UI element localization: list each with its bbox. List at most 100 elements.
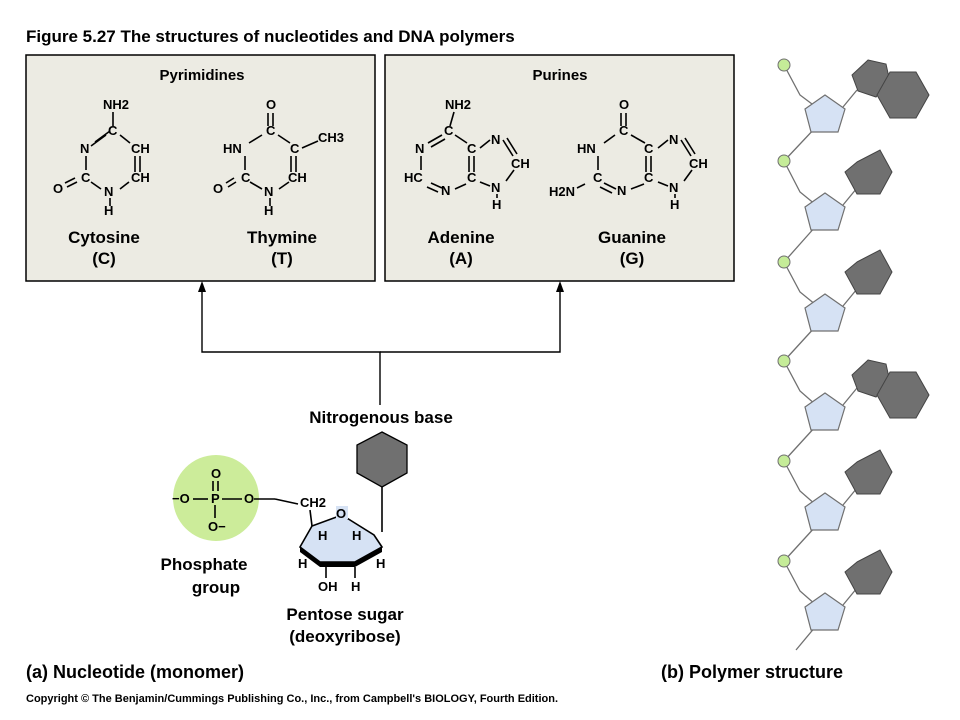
adenine-c5: C bbox=[467, 141, 477, 156]
sugar-oh: OH bbox=[318, 579, 338, 594]
cytosine-c4: C bbox=[108, 123, 118, 138]
polymer-purine-ring bbox=[876, 71, 930, 119]
polymer-base-bond bbox=[842, 387, 858, 406]
adenine-c4: C bbox=[467, 170, 477, 185]
adenine-hc2: HC bbox=[404, 170, 423, 185]
guanine-c4: C bbox=[644, 170, 654, 185]
guanine-c6: C bbox=[619, 123, 629, 138]
polymer-phosphate-node bbox=[777, 554, 791, 568]
thymine-o-left: O bbox=[213, 181, 223, 196]
thymine-c5: C bbox=[290, 141, 300, 156]
cytosine-n1: N bbox=[104, 184, 113, 199]
polymer-sugar bbox=[804, 94, 846, 133]
arrowhead-pyrimidines bbox=[198, 281, 206, 292]
copyright-notice: Copyright © The Benjamin/Cummings Publis… bbox=[26, 693, 558, 705]
arrowhead-purines bbox=[556, 281, 564, 292]
cytosine-nh2: NH2 bbox=[103, 97, 129, 112]
sugar-h4: H bbox=[376, 556, 385, 571]
cytosine-h: H bbox=[104, 203, 113, 218]
adenine-structure: NH2 C N C N CH HC N C N H Adenine (A) bbox=[404, 97, 530, 268]
guanine-abbr: (G) bbox=[620, 249, 645, 268]
guanine-structure: O C HN C N CH H2N C N C N H Guanine (G) bbox=[549, 97, 708, 268]
sugar-label-line2: (deoxyribose) bbox=[289, 627, 400, 646]
polymer-sugar bbox=[804, 293, 846, 332]
polymer-unit-6 bbox=[777, 549, 893, 631]
phosphate-o-bridge: O bbox=[244, 491, 254, 506]
polymer-base-bond bbox=[842, 187, 858, 206]
polymer-purine-ring bbox=[876, 371, 930, 419]
polymer-phosphate-node bbox=[777, 354, 791, 368]
thymine-h: H bbox=[264, 203, 273, 218]
cytosine-structure: NH2 C N CH CH C O N H Cytosine (C) bbox=[53, 97, 150, 268]
adenine-n1: N bbox=[415, 141, 424, 156]
cytosine-o: O bbox=[53, 181, 63, 196]
thymine-c2: C bbox=[241, 170, 251, 185]
polymer-unit-4 bbox=[777, 354, 930, 431]
polymer-structure bbox=[777, 58, 930, 651]
adenine-nh2: NH2 bbox=[445, 97, 471, 112]
polymer-sugar bbox=[804, 492, 846, 531]
polymer-phosphate-node bbox=[777, 454, 791, 468]
cytosine-abbr: (C) bbox=[92, 249, 116, 268]
thymine-c4: C bbox=[266, 123, 276, 138]
adenine-abbr: (A) bbox=[449, 249, 473, 268]
polymer-pyrimidine-base bbox=[844, 249, 893, 295]
purines-heading: Purines bbox=[532, 67, 587, 84]
phosphate-label-line2: group bbox=[192, 578, 240, 597]
guanine-c5: C bbox=[644, 141, 654, 156]
sugar-h5: H bbox=[351, 579, 360, 594]
phosphate-o-top: O bbox=[211, 466, 221, 481]
polymer-purine-base bbox=[851, 359, 891, 398]
phosphate-p: P bbox=[211, 491, 220, 506]
guanine-name: Guanine bbox=[598, 228, 666, 247]
thymine-o-top: O bbox=[266, 97, 276, 112]
pyrimidines-heading: Pyrimidines bbox=[159, 67, 244, 84]
polymer-phosphate-node bbox=[777, 58, 791, 72]
polymer-unit-5 bbox=[777, 449, 893, 531]
polymer-sugar bbox=[804, 192, 846, 231]
polymer-sugar bbox=[804, 392, 846, 431]
figure-title: Figure 5.27 The structures of nucleotide… bbox=[26, 27, 515, 46]
polymer-base-bond bbox=[842, 587, 858, 606]
polymer-phosphate-node bbox=[777, 154, 791, 168]
thymine-n1: N bbox=[264, 184, 273, 199]
polymer-unit-1 bbox=[777, 58, 930, 133]
caption-b: (b) Polymer structure bbox=[661, 662, 843, 682]
nitrogenous-base-hexagon bbox=[356, 431, 408, 488]
guanine-n3: N bbox=[617, 183, 626, 198]
thymine-ch3: CH3 bbox=[318, 130, 344, 145]
thymine-name: Thymine bbox=[247, 228, 317, 247]
polymer-backbone bbox=[783, 64, 817, 651]
cytosine-name: Cytosine bbox=[68, 228, 140, 247]
thymine-c6: CH bbox=[288, 170, 307, 185]
thymine-structure: O C HN C CH3 C CH O N H Thymine (T) bbox=[213, 97, 344, 268]
polymer-phosphate-node bbox=[777, 255, 791, 269]
thymine-abbr: (T) bbox=[271, 249, 293, 268]
phosphate-o-minus-bottom: O− bbox=[208, 519, 226, 534]
adenine-n3: N bbox=[441, 183, 450, 198]
adenine-n7: N bbox=[491, 132, 500, 147]
sugar-h2: H bbox=[352, 528, 361, 543]
sugar-h1: H bbox=[318, 528, 327, 543]
purines-panel: Purines NH2 C N C N CH HC N bbox=[384, 54, 735, 282]
pyrimidines-panel: Pyrimidines NH2 C N CH CH C O N H Cytosi… bbox=[25, 54, 376, 282]
sugar-ch2: CH2 bbox=[300, 495, 326, 510]
sugar-label-line1: Pentose sugar bbox=[286, 605, 404, 624]
phosphate-circle bbox=[173, 455, 259, 541]
caption-a: (a) Nucleotide (monomer) bbox=[26, 662, 244, 682]
guanine-n9: N bbox=[669, 180, 678, 195]
guanine-h: H bbox=[670, 197, 679, 212]
guanine-c8: CH bbox=[689, 156, 708, 171]
guanine-o: O bbox=[619, 97, 629, 112]
polymer-base-bond bbox=[842, 487, 858, 506]
polymer-sugar bbox=[804, 592, 846, 631]
sugar-h3: H bbox=[298, 556, 307, 571]
polymer-base-bond bbox=[842, 89, 858, 108]
polymer-unit-3 bbox=[777, 249, 893, 332]
nucleotide-monomer: Nitrogenous base O −O P O O− Phosphate g… bbox=[161, 408, 453, 646]
phosphate-label-line1: Phosphate bbox=[161, 555, 248, 574]
sugar-front-edge bbox=[300, 547, 382, 567]
polymer-unit-2 bbox=[777, 149, 893, 231]
adenine-n9: N bbox=[491, 180, 500, 195]
